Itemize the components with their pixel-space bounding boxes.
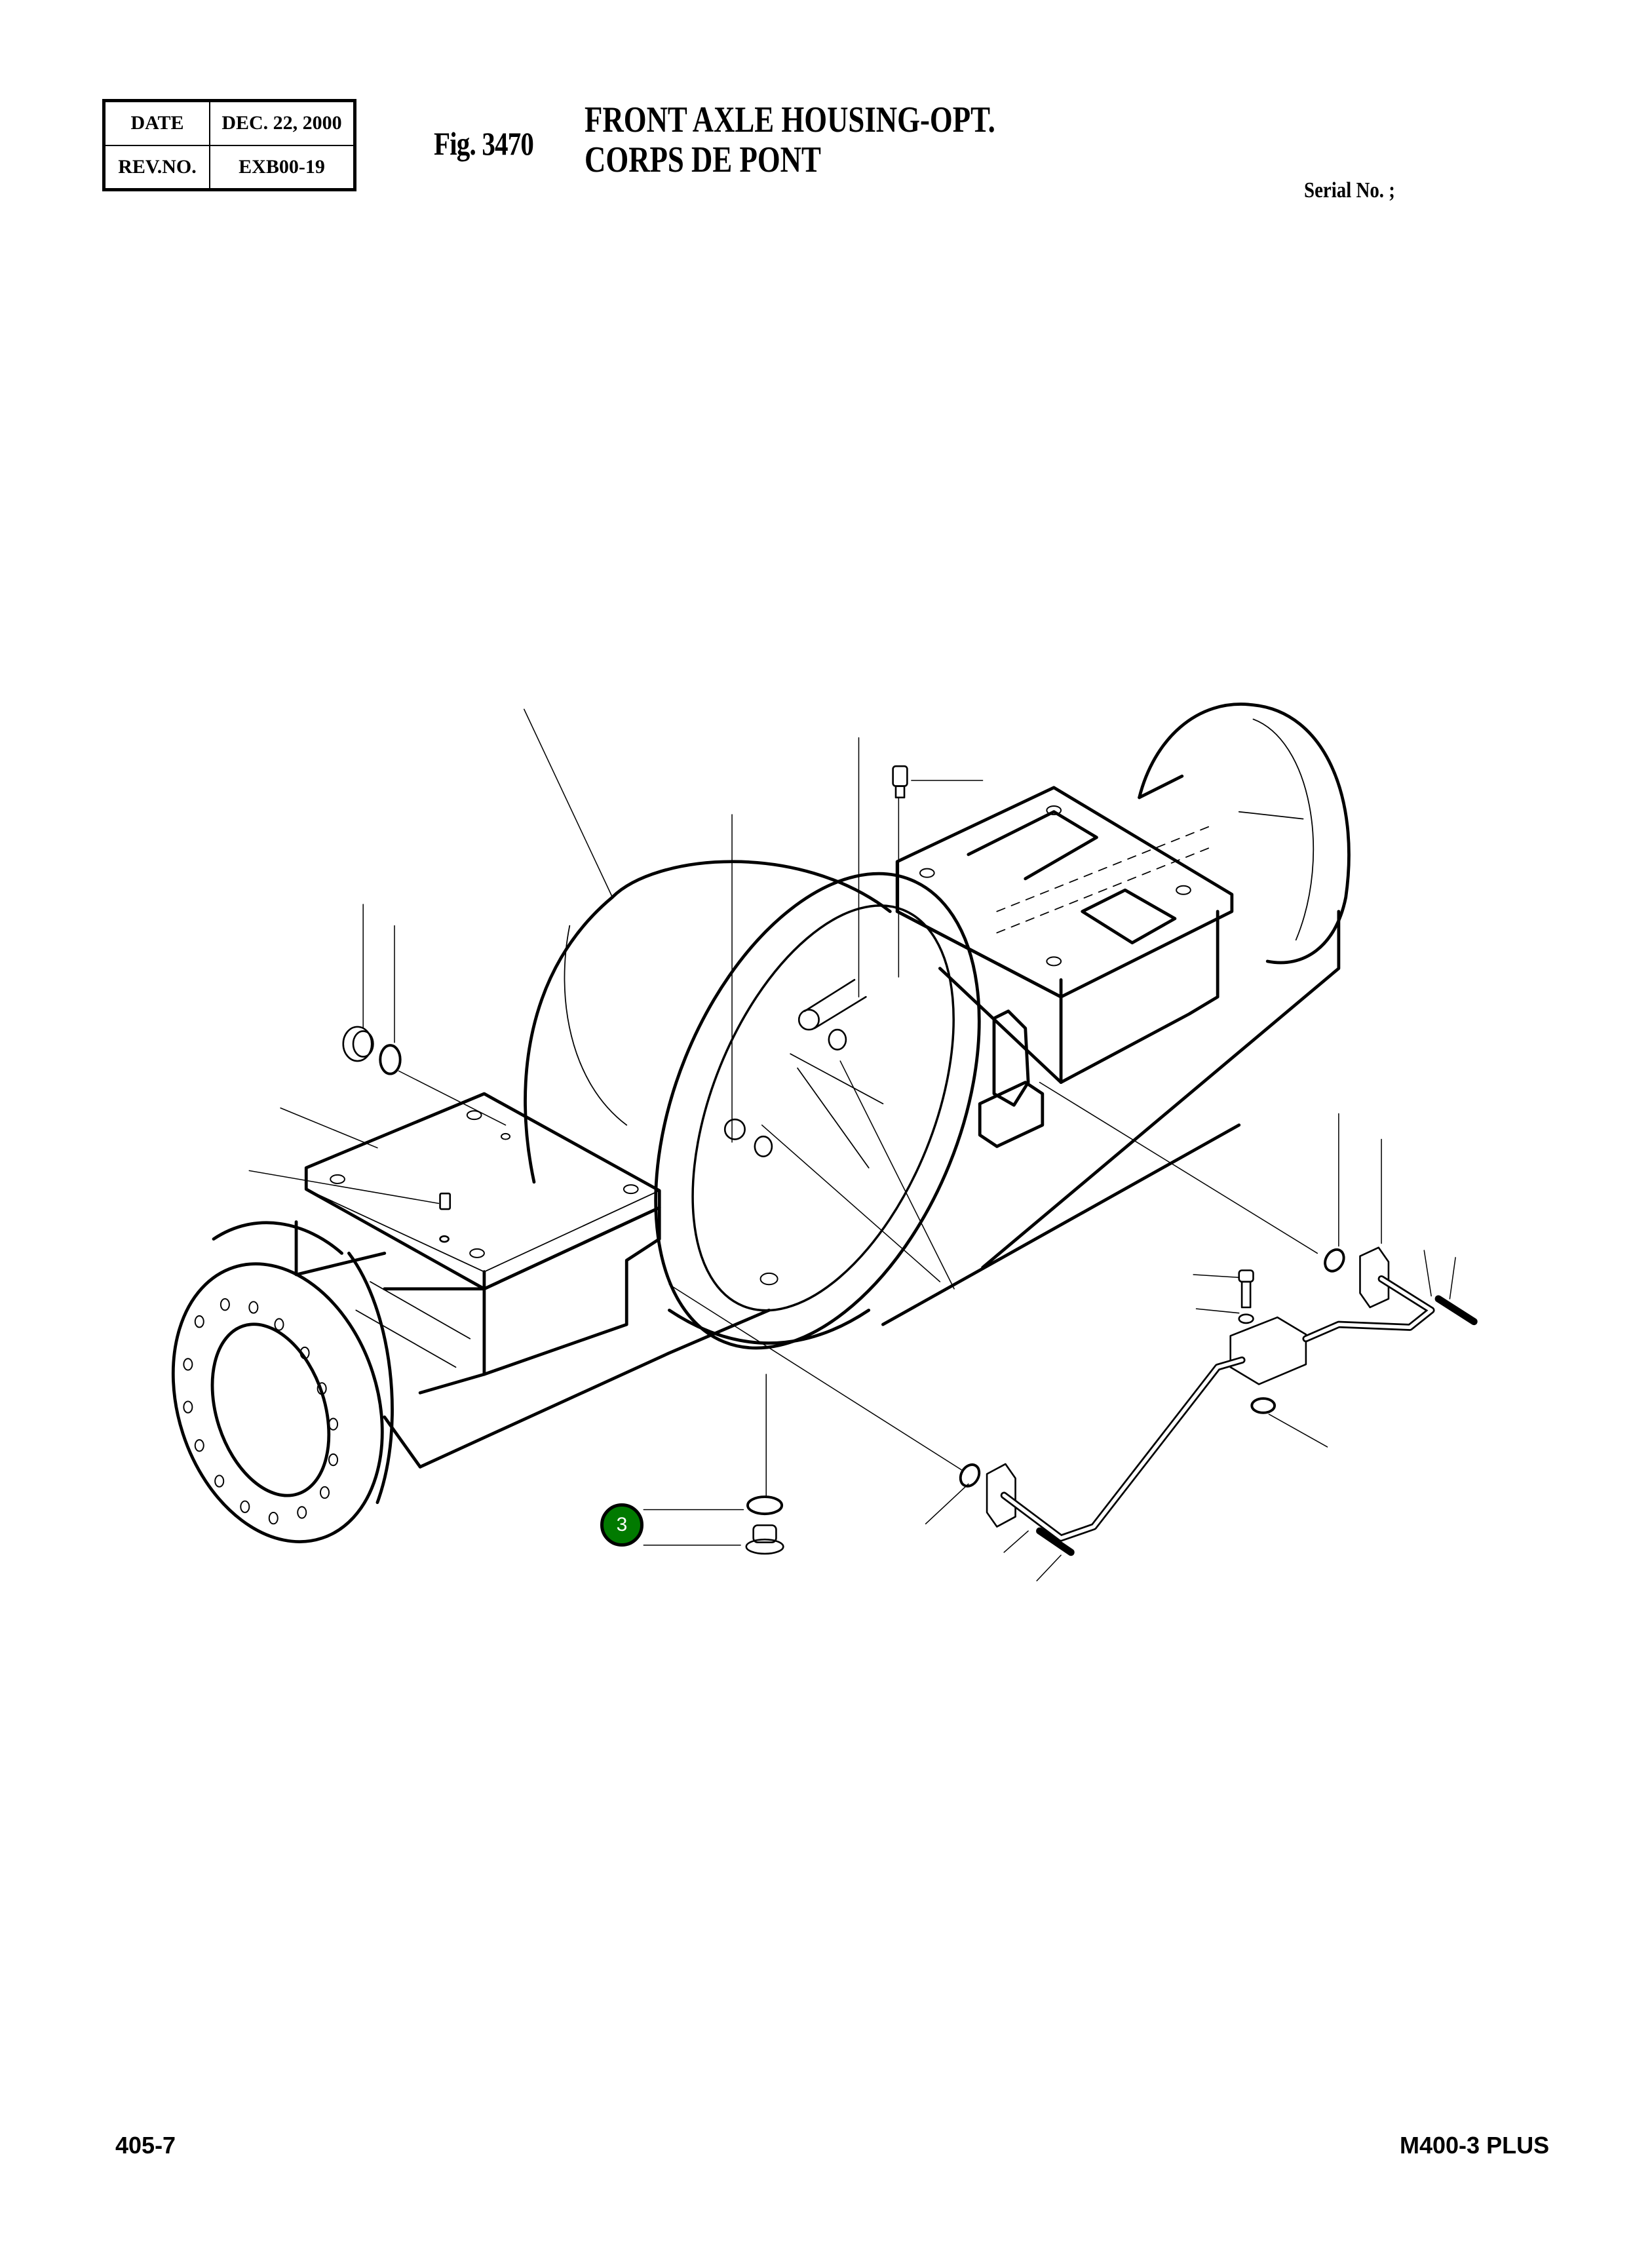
revision-row-date: DATE DEC. 22, 2000	[103, 100, 356, 146]
serial-number-label: Serial No. ;	[1304, 178, 1395, 202]
page-title-english: FRONT AXLE HOUSING-OPT.	[585, 100, 995, 140]
housing-outline	[171, 703, 1351, 1543]
date-value: DEC. 22, 2000	[209, 100, 356, 146]
callout-3[interactable]: 3	[600, 1503, 644, 1547]
rev-no-value: EXB00-19	[209, 144, 356, 191]
date-label: DATE	[103, 100, 210, 146]
figure-number: Fig. 3470	[434, 125, 534, 162]
housing-details	[305, 718, 1315, 1368]
model-name: M400-3 PLUS	[1400, 2132, 1550, 2159]
rev-no-label: REV.NO.	[103, 144, 210, 191]
revision-row-revno: REV.NO. EXB00-19	[103, 144, 356, 191]
page-number: 405-7	[115, 2132, 176, 2159]
page-title-french: CORPS DE PONT	[585, 140, 821, 180]
revision-table: DATE DEC. 22, 2000 REV.NO. EXB00-19	[102, 99, 356, 191]
bolt-holes	[183, 805, 1191, 1525]
callout-number: 3	[616, 1514, 628, 1535]
leader-lines	[248, 708, 1456, 1582]
small-parts	[342, 765, 1478, 1556]
